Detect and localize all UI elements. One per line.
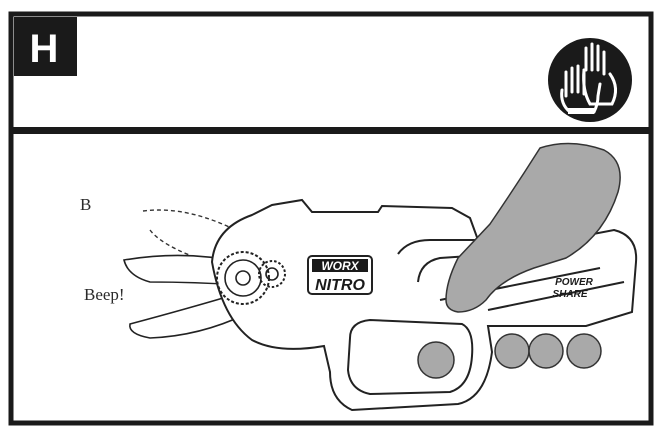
model-text: NITRO [315, 277, 365, 294]
panel-border [8, 11, 654, 426]
header-divider [11, 127, 651, 134]
position-label: B [80, 195, 91, 214]
badge-line1: POWER [555, 277, 594, 288]
gear-assembly [216, 251, 286, 305]
brand-plate: WORX NITRO [307, 255, 373, 295]
step-letter-box [14, 17, 77, 76]
badge-line2: SHARE [552, 289, 587, 300]
brand-text: WORX [321, 259, 359, 273]
step-letter: H [30, 27, 59, 71]
powershare-badge: POWER SHARE [552, 277, 593, 300]
pruner-blades [123, 254, 247, 339]
finger [445, 142, 621, 313]
rubber-buttons [417, 333, 602, 379]
beep-label: Beep! [84, 285, 125, 304]
gloves-icon [548, 38, 632, 122]
